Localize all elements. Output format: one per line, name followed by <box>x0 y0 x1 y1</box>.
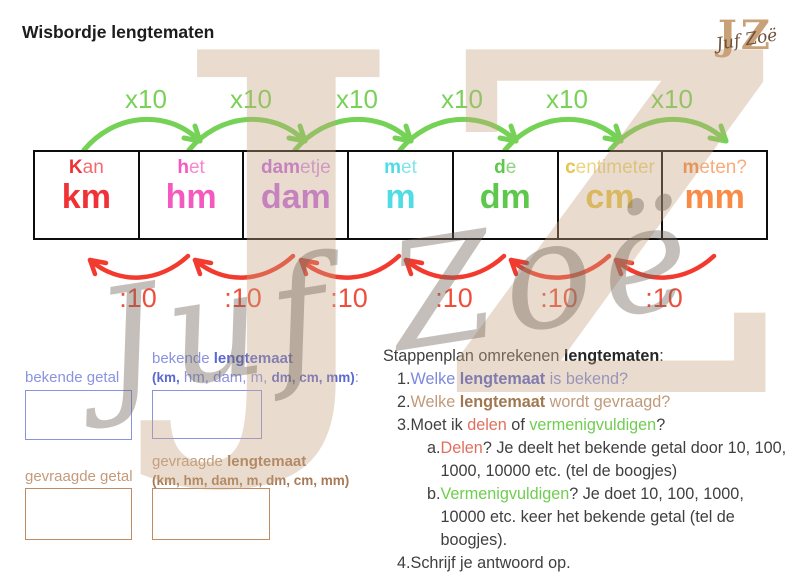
asked-number-box[interactable] <box>25 488 132 540</box>
unit-cell-km: Kan km <box>35 152 138 238</box>
divide-arrow-group: :10 <box>489 246 629 312</box>
unit-cell-m: met m <box>347 152 452 238</box>
unit-cell-cm: centimeter cm <box>556 152 662 238</box>
divide-arrow-group: :10 <box>384 246 524 312</box>
divide-arrow-icon <box>403 253 507 280</box>
divide-label: :10 <box>435 283 473 313</box>
divide-arrow-icon <box>613 253 717 280</box>
mnemonic-word: de <box>494 157 517 178</box>
divide-arrow-group: :10 <box>173 246 313 312</box>
multiply-label: x10 <box>651 84 693 114</box>
step-4: 4. Schrijf je antwoord op. <box>397 554 571 572</box>
unit-abbr: hm <box>165 178 217 216</box>
divide-arrow-icon <box>508 253 612 280</box>
divide-label: :10 <box>224 283 262 313</box>
unit-abbr: mm <box>684 178 745 216</box>
divide-label: :10 <box>645 283 683 313</box>
divide-arrow-icon <box>87 253 191 280</box>
divide-label: :10 <box>119 283 157 313</box>
juf-zoe-logo: JZ Juf Zoë <box>692 8 782 66</box>
mnemonic-word: dametje <box>260 157 331 178</box>
multiply-arrow-group: x10 <box>602 86 742 152</box>
unit-cell-hm: het hm <box>137 152 243 238</box>
multiply-arrow-group: x10 <box>497 86 637 152</box>
unit-abbr: dam <box>260 178 331 216</box>
divide-label: :10 <box>330 283 368 313</box>
step-3a: a. Delen? Je deelt het bekende getal doo… <box>427 439 787 480</box>
known-number-label: bekende getal <box>25 369 120 386</box>
length-units-table: Kan km het hm dametje dam met m de dm ce… <box>33 150 768 240</box>
logo-monogram: JZ <box>717 12 774 59</box>
unit-cell-mm: meten? mm <box>661 152 766 238</box>
multiply-arrow-group: x10 <box>76 86 216 152</box>
divide-label: :10 <box>540 283 578 313</box>
divide-arrow-icon <box>192 253 296 280</box>
mnemonic-word: het <box>177 157 205 178</box>
divide-arrow-group: :10 <box>68 246 208 312</box>
asked-unit-box[interactable] <box>152 488 270 540</box>
asked-number-label: gevraagde getal <box>25 468 133 485</box>
mnemonic-word: met <box>384 157 417 178</box>
known-unit-box[interactable] <box>152 390 262 439</box>
unit-abbr: m <box>385 178 416 216</box>
unit-abbr: cm <box>585 178 635 216</box>
mnemonic-word: centimeter <box>565 157 655 178</box>
multiply-label: x10 <box>125 84 167 114</box>
multiply-label: x10 <box>336 84 378 114</box>
multiply-arrow-group: x10 <box>181 86 321 152</box>
steps-plan: Stappenplan omrekenen lengtematen: 1. We… <box>383 345 792 575</box>
multiply-label: x10 <box>546 84 588 114</box>
multiply-label: x10 <box>230 84 272 114</box>
mnemonic-word: meten? <box>682 157 747 178</box>
asked-unit-label: gevraagde lengtemaat (km, hm, dam, m, dm… <box>152 453 350 488</box>
known-number-box[interactable] <box>25 390 132 440</box>
step-3: 3. Moet ik delen of vermenigvuldigen? <box>397 416 666 434</box>
step-2: 2. Welke lengtemaat wordt gevraagd? <box>397 393 671 411</box>
unit-cell-dam: dametje dam <box>242 152 347 238</box>
unit-abbr: dm <box>479 178 531 216</box>
divide-arrow-group: :10 <box>279 246 419 312</box>
mnemonic-word: Kan <box>68 157 104 178</box>
known-unit-label: bekende lengtemaat (km, hm, dam, m, dm, … <box>152 350 359 386</box>
unit-abbr: km <box>61 178 111 216</box>
page-title: Wisbordje lengtematen <box>22 22 215 42</box>
multiply-label: x10 <box>441 84 483 114</box>
step-3b: b. Vermenigvuldigen? Je doet 10, 100, 10… <box>427 485 744 549</box>
step-1: 1. Welke lengtemaat is bekend? <box>397 370 628 388</box>
unit-cell-dm: de dm <box>451 152 557 238</box>
divide-arrow-icon <box>298 253 402 280</box>
multiply-arrow-icon <box>607 116 729 152</box>
divide-arrow-group: :10 <box>594 246 734 312</box>
steps-title: Stappenplan omrekenen lengtematen: <box>383 347 664 365</box>
